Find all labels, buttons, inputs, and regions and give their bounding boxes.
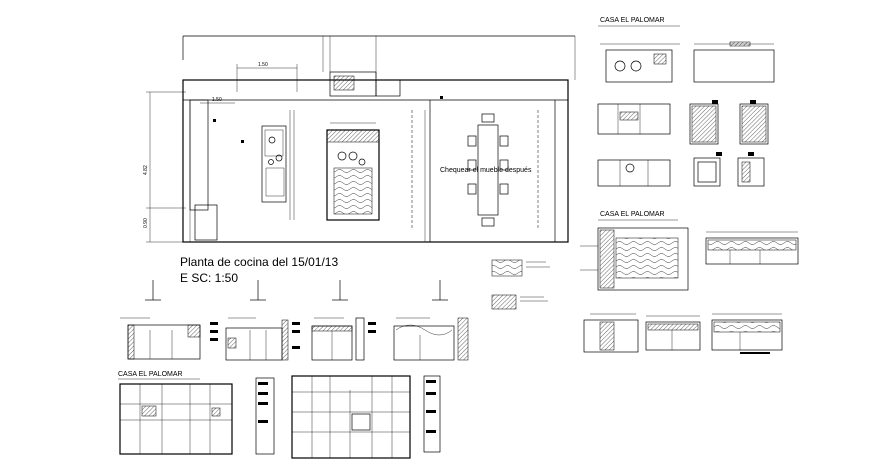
- elevation-row: [120, 280, 469, 361]
- plan-title: Planta de cocina del 15/01/13: [180, 255, 338, 269]
- dim-top-a: 1.50: [258, 62, 268, 68]
- plan-scale: E SC: 1:50: [180, 271, 238, 285]
- right-mid-details: [580, 219, 799, 291]
- right-bottom-details: [583, 313, 783, 354]
- detail-symbols: [491, 259, 550, 310]
- dim-left-height: 4.82: [143, 165, 149, 175]
- bottom-left-elevations: [118, 375, 441, 459]
- dim-top-b: 1.50: [212, 97, 222, 103]
- sheet-label-right-top: CASA EL PALOMAR: [600, 17, 665, 24]
- plan-note: Chequear el mueble después: [440, 167, 532, 174]
- kitchen-floor-plan: 1.50 1.50 4.82 0.90 Chequear el mueble d…: [143, 35, 576, 243]
- sheet-label-right-mid: CASA EL PALOMAR: [600, 211, 665, 218]
- sheet-label-bottom-left: CASA EL PALOMAR: [118, 371, 183, 378]
- right-top-details: [597, 25, 775, 187]
- dim-left-bottom: 0.90: [143, 218, 149, 228]
